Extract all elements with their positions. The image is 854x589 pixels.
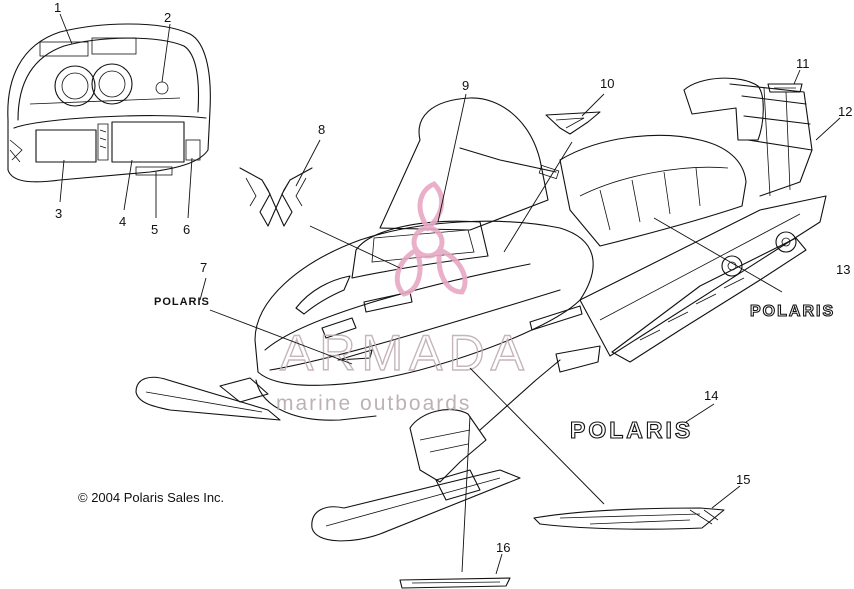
- wing-decal: [545, 111, 601, 135]
- emblem-decal: [239, 167, 313, 227]
- polaris-decal-medium-text: POLARIS: [750, 303, 835, 320]
- polaris-decal-small: POLARIS: [154, 296, 210, 308]
- copyright-notice: © 2004 Polaris Sales Inc.: [78, 490, 224, 505]
- leader-lines: [59, 13, 841, 575]
- callout-12: 12: [838, 104, 852, 119]
- graphic-decal-15: [533, 507, 725, 530]
- polaris-decal-small-text: POLARIS: [154, 296, 210, 308]
- watermark-tagline: marine outboards: [276, 392, 471, 415]
- snowmobile-body: [254, 77, 827, 421]
- callout-9: 9: [462, 78, 469, 93]
- polaris-decal-large: POLARIS: [569, 416, 693, 443]
- callout-2: 2: [164, 10, 171, 25]
- polaris-decal-medium: POLARIS: [749, 302, 835, 320]
- callout-5: 5: [151, 222, 158, 237]
- callout-10: 10: [600, 76, 614, 91]
- callout-7: 7: [200, 260, 207, 275]
- callout-1: 1: [54, 0, 61, 15]
- callout-8: 8: [318, 122, 325, 137]
- dash-console: [7, 23, 211, 183]
- callout-3: 3: [55, 206, 62, 221]
- callout-11: 11: [796, 56, 810, 71]
- callout-14: 14: [704, 388, 718, 403]
- strip-decal-16: [399, 577, 511, 589]
- callout-15: 15: [736, 472, 750, 487]
- callouts: 1 2 3 4 5 6 7 8 9 10 11 12 13 14 15 16: [54, 0, 852, 555]
- watermark: ARMADA marine outboards: [276, 181, 530, 415]
- callout-6: 6: [183, 222, 190, 237]
- callout-4: 4: [119, 214, 126, 229]
- skis: [135, 345, 601, 542]
- callout-13: 13: [836, 262, 850, 277]
- watermark-logo: [394, 181, 468, 297]
- watermark-brand: ARMADA: [280, 325, 530, 381]
- polaris-decal-large-text: POLARIS: [570, 417, 693, 443]
- callout-16: 16: [496, 540, 510, 555]
